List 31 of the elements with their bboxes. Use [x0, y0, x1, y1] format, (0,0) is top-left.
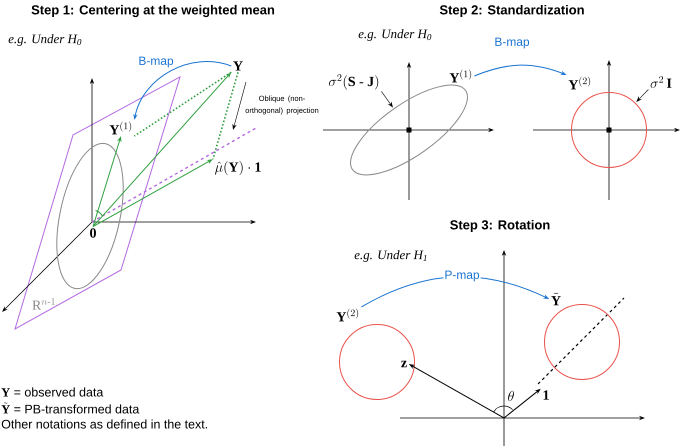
title: Step 1: Centering at the weighted mean: [32, 4, 274, 18]
note: $\mathbf{Y}\textsf{ = observed data}$: [1, 387, 104, 397]
edge-label: P-map: [443, 270, 481, 282]
vector-label: $\mathbf{Y}^{(2)}$: [568, 76, 590, 90]
vector-label: $\mathbf{Y}^{(1)}$: [450, 70, 472, 82]
dotted-line: [212, 72, 239, 160]
angle-label: $\theta$: [508, 390, 514, 402]
note: Other notations as defined in the text.: [2, 419, 208, 429]
vector-label: $\hat{\mu}(\mathbf{Y})\cdot\mathbf{1}$: [215, 160, 261, 176]
vector-label: $\tilde{\mathbf{Y}}$: [551, 292, 561, 306]
vector-label: $\mathbf{1}$: [544, 390, 549, 400]
condition-label: e.g. Under H$_{1}$: [354, 250, 426, 262]
origin-label: $\mathbf{0}$: [90, 228, 96, 238]
circle-outline: [339, 324, 415, 400]
vector-label: $\mathbf{Y}^{(2)}$: [336, 308, 358, 322]
circle-outline: [544, 304, 620, 380]
title: Step 2: Standardization: [440, 4, 584, 18]
vector-label: $\mathbf{z}$: [401, 360, 407, 368]
edge-label: B-map: [493, 36, 531, 50]
title: Step 3: Rotation: [450, 220, 550, 232]
matrix-label: $\sigma^2\,\mathbf{I}$: [650, 76, 672, 88]
space-label: $\mathrm{R}^{n\text{-}1}$: [32, 298, 55, 310]
vector-label: $\mathbf{Y}$: [233, 61, 243, 71]
matrix-label: $\sigma^2(\mathbf{S}\ \text{-}\ \mathbf{J})$: [328, 74, 378, 90]
note: $\tilde{\mathbf{Y}}\textsf{ = PB-transformed data}$: [1, 402, 140, 414]
condition-label: e.g. Under H$_{0}$: [358, 29, 432, 41]
circle-outline: [571, 92, 647, 168]
edge-label: B-map: [137, 56, 175, 68]
dotted-line: [134, 72, 232, 137]
vector-label: $\mathbf{Y}^{(1)}$: [110, 122, 132, 134]
condition-label: e.g. Under H$_{0}$: [8, 34, 82, 46]
